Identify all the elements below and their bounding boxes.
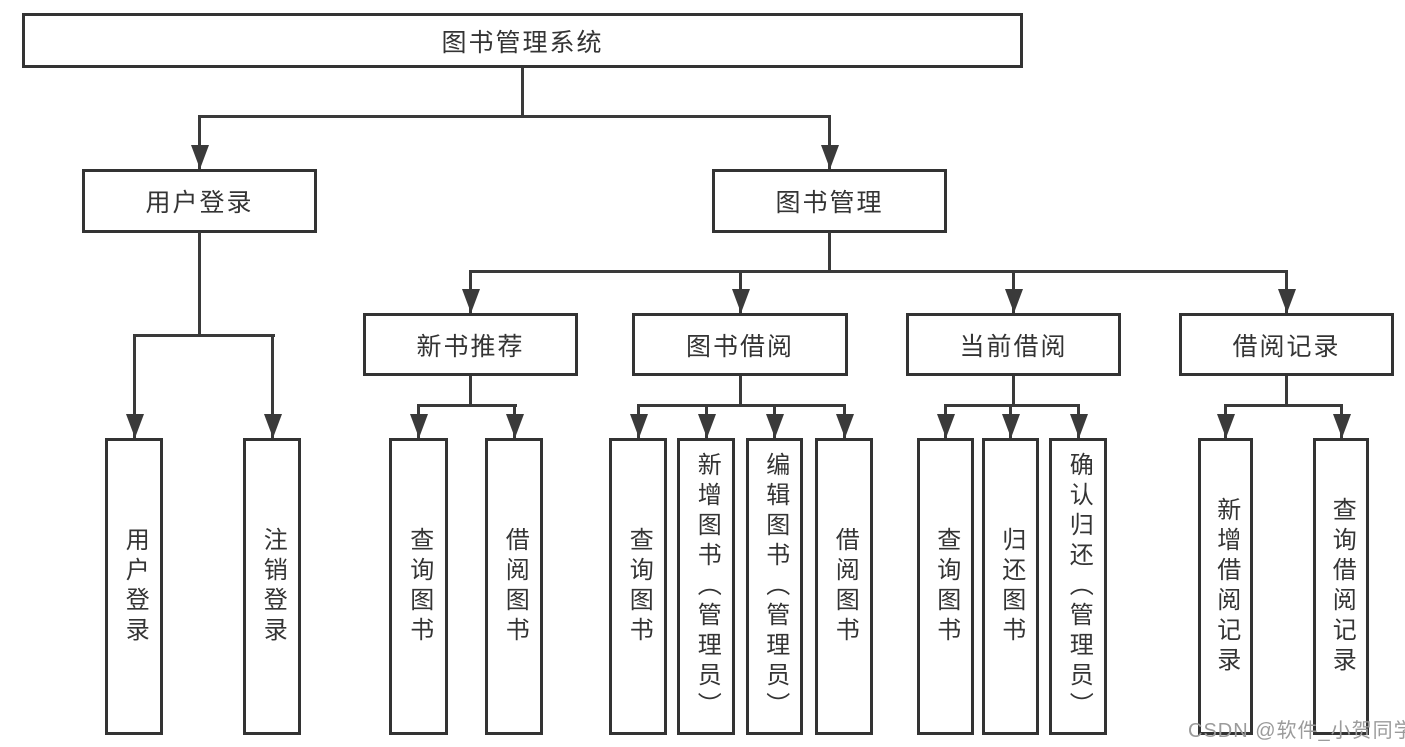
arrow-to-leaf-borrow-book-2 — [843, 404, 846, 438]
leaf-query-book-3: 查询图书 — [917, 438, 974, 735]
connector-current-borrow-rail — [944, 404, 1080, 407]
leaf-confirm-return-admin: 确认归还（管理员） — [1049, 438, 1107, 735]
node-label: 新书推荐 — [416, 332, 525, 361]
connector-borrow-record-rail — [1224, 404, 1343, 407]
connector-user-login-rail — [133, 334, 275, 337]
arrow-to-user-login — [198, 115, 201, 169]
connector-root-rail — [198, 115, 831, 118]
leaf-edit-book-admin: 编辑图书（管理员） — [746, 438, 803, 735]
node-book-mgmt: 图书管理 — [712, 169, 947, 233]
connector-new-book-rec-stem — [469, 376, 472, 407]
arrow-to-book-borrow — [739, 270, 742, 313]
node-label: 用户登录 — [121, 526, 149, 647]
node-label: 图书管理系统 — [441, 28, 604, 57]
node-borrow-record: 借阅记录 — [1179, 313, 1394, 376]
node-label: 用户登录 — [145, 189, 254, 217]
leaf-return-book: 归还图书 — [982, 438, 1039, 735]
arrow-to-leaf-return-book — [1009, 404, 1012, 438]
node-label: 新增图书（管理员） — [693, 451, 721, 722]
arrow-to-new-book-rec — [469, 270, 472, 313]
node-current-borrow: 当前借阅 — [906, 313, 1121, 376]
node-user-login: 用户登录 — [82, 169, 317, 233]
node-label: 查询图书 — [405, 526, 433, 647]
node-label: 新增借阅记录 — [1212, 496, 1240, 677]
connector-book-borrow-stem — [739, 376, 742, 407]
arrow-to-leaf-add-record — [1224, 404, 1227, 438]
leaf-query-borrow-record: 查询借阅记录 — [1313, 438, 1369, 735]
leaf-borrow-book-2: 借阅图书 — [815, 438, 873, 735]
node-book-borrow: 图书借阅 — [632, 313, 848, 376]
node-label: 图书管理 — [775, 189, 884, 217]
node-new-book-rec: 新书推荐 — [363, 313, 578, 376]
arrow-to-borrow-record — [1285, 270, 1288, 313]
arrow-to-leaf-query-book-3 — [944, 404, 947, 438]
node-label: 图书借阅 — [685, 332, 794, 361]
arrow-to-leaf-logout — [271, 334, 274, 438]
leaf-query-book-1: 查询图书 — [389, 438, 448, 735]
node-label: 查询图书 — [932, 526, 960, 647]
arrow-to-leaf-user-login — [133, 334, 136, 438]
node-label: 归还图书 — [997, 526, 1025, 647]
connector-book-borrow-rail — [637, 404, 846, 407]
csdn-watermark: CSDN @软件_小贺同学 — [1188, 720, 1405, 742]
node-label: 当前借阅 — [959, 332, 1068, 361]
arrow-to-leaf-query-record — [1340, 404, 1343, 438]
arrow-to-leaf-query-book-2 — [637, 404, 640, 438]
leaf-add-borrow-record: 新增借阅记录 — [1198, 438, 1253, 735]
arrow-to-current-borrow — [1012, 270, 1015, 313]
connector-root-stem — [521, 68, 524, 118]
arrow-to-leaf-query-book-1 — [417, 404, 420, 438]
node-label: 借阅图书 — [831, 526, 859, 647]
node-label: 注销登录 — [259, 526, 287, 647]
arrow-to-leaf-confirm-return — [1077, 404, 1080, 438]
connector-user-login-stem — [198, 232, 201, 337]
leaf-add-book-admin: 新增图书（管理员） — [677, 438, 735, 735]
arrow-to-book-mgmt — [828, 115, 831, 169]
node-root-library-system: 图书管理系统 — [22, 13, 1023, 68]
node-label: 借阅图书 — [501, 526, 529, 647]
leaf-borrow-book-1: 借阅图书 — [485, 438, 543, 735]
connector-book-mgmt-rail — [469, 270, 1288, 273]
node-label: 编辑图书（管理员） — [761, 451, 789, 722]
leaf-logout: 注销登录 — [243, 438, 301, 735]
arrow-to-leaf-borrow-book-1 — [513, 404, 516, 438]
node-label: 借阅记录 — [1232, 332, 1341, 361]
node-label: 确认归还（管理员） — [1065, 451, 1093, 722]
leaf-user-login: 用户登录 — [105, 438, 163, 735]
node-label: 查询借阅记录 — [1328, 496, 1356, 677]
connector-book-mgmt-stem — [828, 232, 831, 273]
node-label: 查询图书 — [625, 526, 653, 647]
arrow-to-leaf-add-book — [705, 404, 708, 438]
connector-new-book-rec-rail — [417, 404, 517, 407]
leaf-query-book-2: 查询图书 — [609, 438, 667, 735]
connector-current-borrow-stem — [1012, 376, 1015, 407]
arrow-to-leaf-edit-book — [773, 404, 776, 438]
connector-borrow-record-stem — [1285, 376, 1288, 407]
